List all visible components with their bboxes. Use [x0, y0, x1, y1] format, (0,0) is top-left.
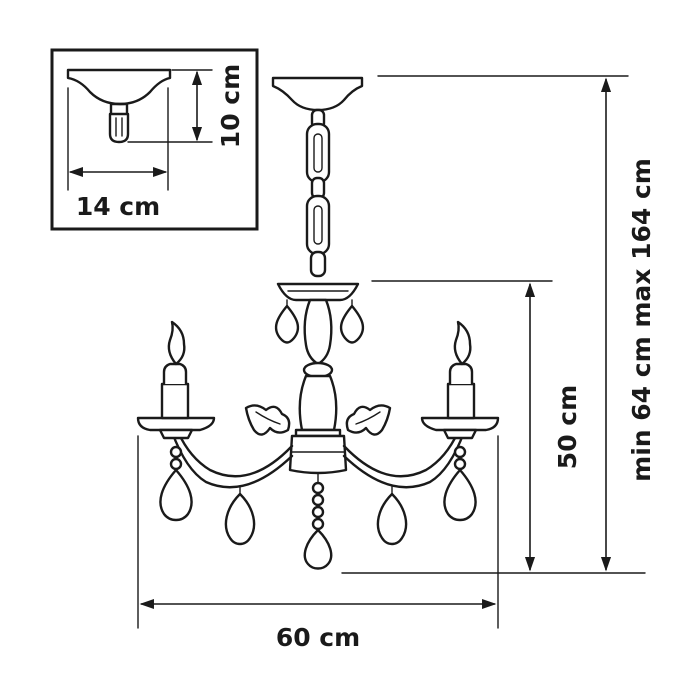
crown-plate: [276, 282, 360, 302]
chain: [305, 108, 331, 278]
right-candle-cup: [420, 416, 500, 440]
total-height-label: min 64 cm max 164 cm: [627, 158, 656, 482]
left-candle-icon: [160, 320, 190, 420]
crown-crystals: [274, 299, 365, 344]
total-height-dimension: min 64 cm max 164 cm: [377, 75, 656, 572]
left-arm: [170, 430, 294, 489]
bottom-crystal-drop: [303, 473, 333, 570]
right-arm: [342, 430, 466, 489]
central-column: [288, 298, 348, 475]
inset-frame: [50, 48, 259, 231]
left-arm-crystals: [159, 445, 256, 546]
right-leaf-ornament: [345, 404, 392, 436]
body-height-label: 50 cm: [553, 385, 582, 469]
right-candle-icon: [446, 320, 476, 420]
inset-socket: [109, 102, 129, 116]
left-leaf-ornament: [244, 404, 291, 436]
ceiling-canopy: [271, 76, 364, 112]
body-height-dimension: 50 cm: [341, 280, 646, 574]
canopy-inset: 10 cm 14 cm: [50, 48, 259, 231]
left-candle-cup: [136, 416, 216, 440]
inset-bulb: [108, 112, 130, 144]
width-dimension: 60 cm: [137, 435, 499, 652]
right-arm-crystals: [376, 445, 477, 546]
inset-height-label: 10 cm: [216, 64, 245, 148]
inset-width-label: 14 cm: [76, 192, 160, 221]
chandelier-drawing: [136, 76, 500, 570]
width-label: 60 cm: [276, 623, 360, 652]
